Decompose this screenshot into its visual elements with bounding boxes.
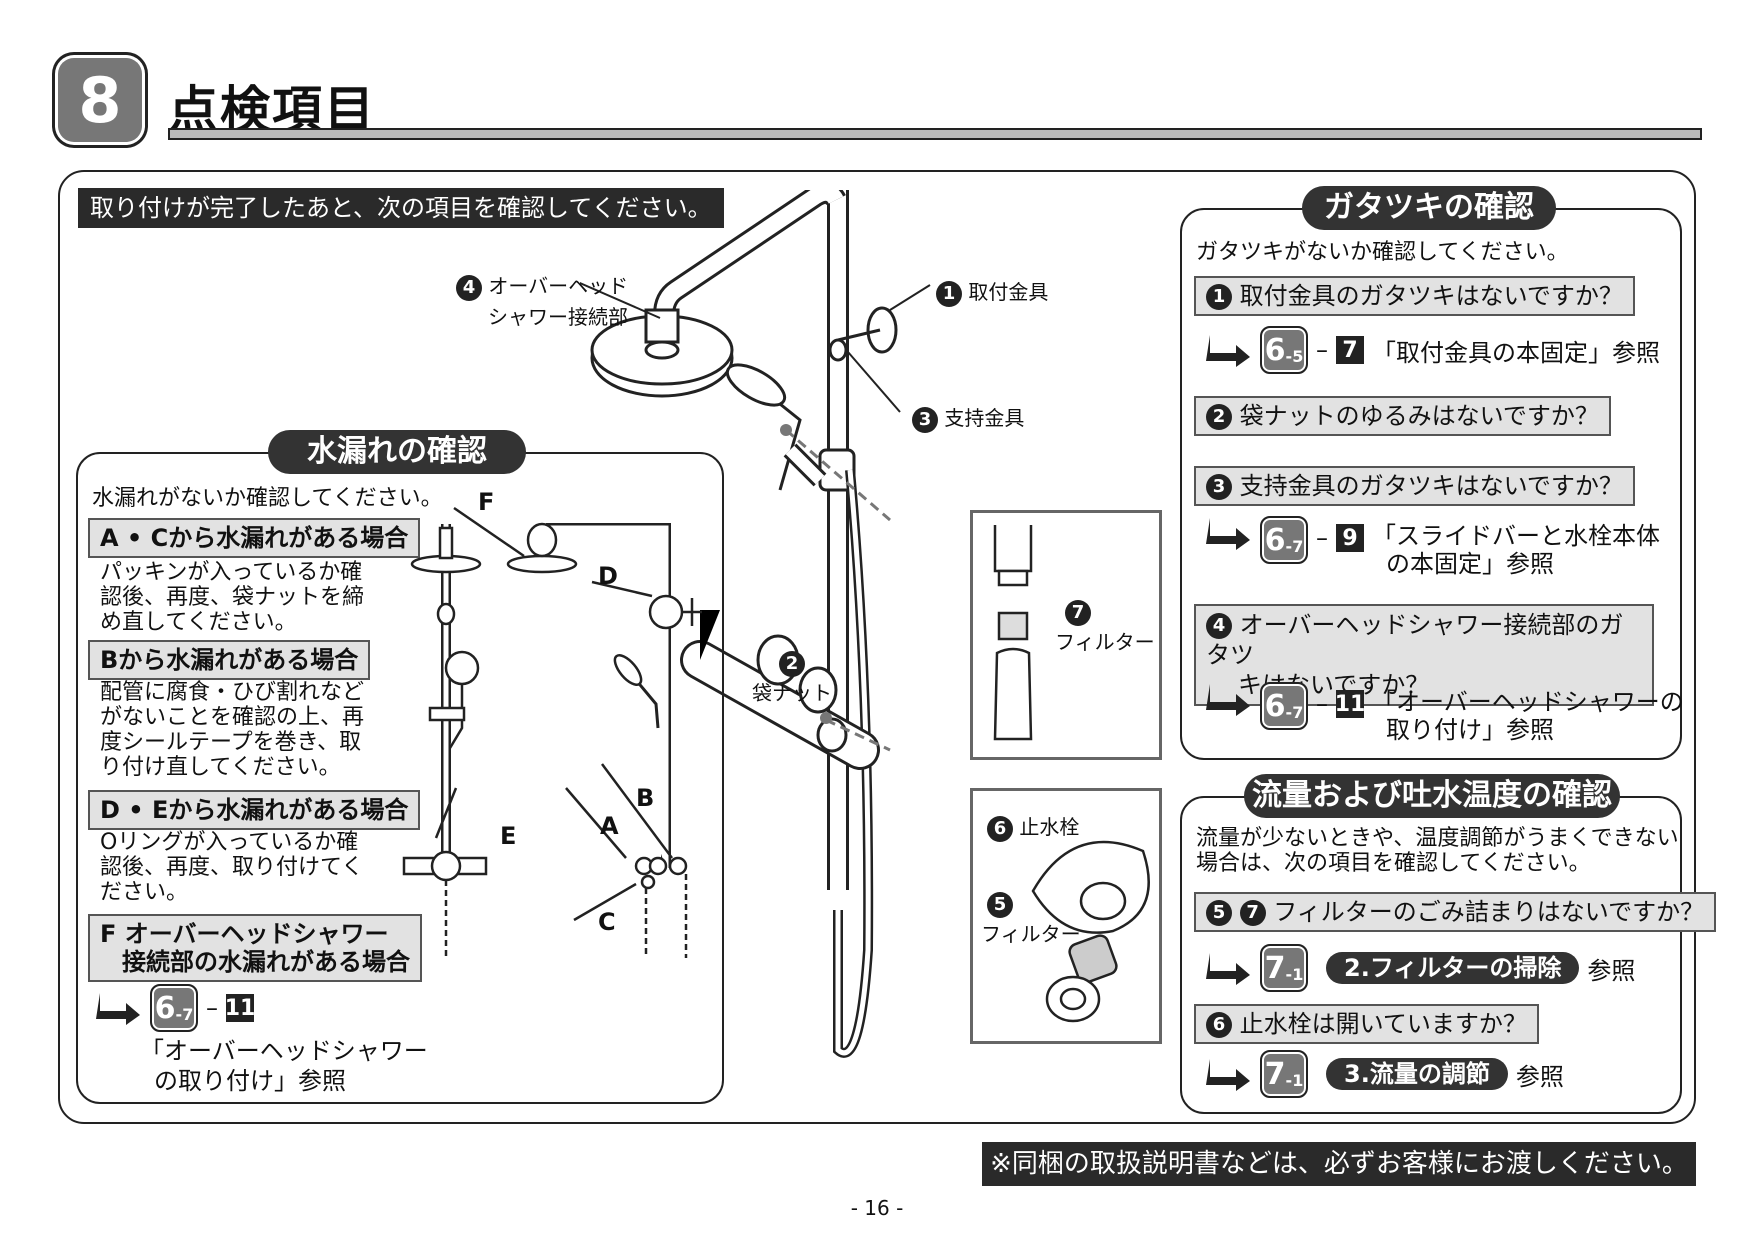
label-bag-nut: 2 袋ナット (752, 650, 832, 706)
flow-q2-ref[interactable]: 7-1 3.流量の調節 参照 (1206, 1050, 1564, 1098)
leak-ref[interactable]: 6-7 – 11 (96, 984, 256, 1032)
page-badge: 6-5 (1260, 326, 1308, 374)
leak-letter-f: F (478, 488, 495, 516)
rattle-check-title: ガタツキの確認 (1302, 186, 1556, 230)
leak-item-de-body: Oリングが入っているか確認後、再度、取り付けてください。 (100, 830, 364, 905)
flow-q2: 6 止水栓は開いていますか？ (1194, 1004, 1539, 1044)
label-support-bracket: 3 支持金具 (912, 402, 1024, 433)
page-badge: 7-1 (1260, 944, 1308, 992)
leak-lead: 水漏れがないか確認してください。 (92, 486, 443, 511)
flow-q1-ref[interactable]: 7-1 2.フィルターの掃除 参照 (1206, 944, 1635, 992)
flow-adjust-pill: 3.流量の調節 (1326, 1058, 1508, 1090)
ref-arrow-icon (1206, 518, 1250, 550)
ref-arrow-icon (1206, 684, 1250, 716)
step-badge: 11 (224, 994, 256, 1022)
intro-banner: 取り付けが完了したあと、次の項目を確認してください。 (78, 188, 724, 228)
rattle-q4-ref[interactable]: 6-7 – 11 「オーバーヘッドシャワーの取り付け」参照 (1206, 682, 1684, 744)
shower-system-illustration (580, 190, 931, 1058)
leak-item-b-head: Bから水漏れがある場合 (88, 640, 371, 680)
label-filter5: 5 フィルター (981, 891, 1081, 947)
leak-letter-b: B (636, 784, 655, 812)
rattle-q1: 1 取付金具のガタツキはないですか？ (1194, 276, 1635, 316)
leak-check-title: 水漏れの確認 (268, 430, 526, 474)
filter7-illustration (993, 525, 1033, 741)
step-badge: 7 (1336, 336, 1364, 364)
rattle-q3-ref[interactable]: 6-7 – 9 「スライドバーと水栓本体の本固定」参照 (1206, 516, 1660, 578)
leak-points-diagram (402, 506, 702, 958)
page-badge: 6-7 (1260, 516, 1308, 564)
leak-item-f-head: F オーバーヘッドシャワー 接続部の水漏れがある場合 (88, 914, 422, 982)
filter7-inset: 7 フィルター (970, 510, 1162, 760)
step-badge: 11 (1334, 690, 1366, 718)
ref-arrow-icon (1206, 335, 1250, 367)
footer-note: ※同梱の取扱説明書などは、必ずお客様にお渡しください。 (982, 1142, 1696, 1186)
leak-item-b-body: 配管に腐食・ひび割れなどがないことを確認の上、再度シールテープを巻き、取り付け直… (100, 680, 365, 780)
stopvalve-illustration (1031, 840, 1150, 1023)
ref-arrow-icon (96, 993, 140, 1025)
rattle-q3: 3 支持金具のガタツキはないですか？ (1194, 466, 1635, 506)
flow-check-title: 流量および吐水温度の確認 (1244, 774, 1620, 818)
leak-ref-text: 「オーバーヘッドシャワー の取り付け」参照 (140, 1037, 428, 1095)
label-overhead-connection: 4 オーバーヘッド シャワー接続部 (456, 270, 628, 330)
leak-letter-c: C (598, 908, 616, 936)
rattle-q1-ref[interactable]: 6-5 – 7 「取付金具の本固定」参照 (1206, 326, 1660, 374)
leak-item-ac-body: パッキンが入っているか確認後、再度、袋ナットを締め直してください。 (100, 560, 365, 635)
ref-arrow-icon (1206, 1059, 1250, 1091)
flow-lead: 流量が少ないときや、温度調節がうまくできない場合は、次の項目を確認してください。 (1196, 826, 1679, 876)
page-badge: 6-7 (1260, 682, 1308, 730)
rattle-q2: 2 袋ナットのゆるみはないですか？ (1194, 396, 1611, 436)
page-number: - 16 - (850, 1196, 904, 1220)
ref-arrow-icon (1206, 953, 1250, 985)
rattle-lead: ガタツキがないか確認してください。 (1196, 240, 1569, 265)
leak-item-ac-head: A • Cから水漏れがある場合 (88, 518, 421, 558)
label-stop-valve: 6 止水栓 (987, 811, 1079, 842)
content-frame (58, 170, 1696, 1124)
section-number-badge: 8 (58, 58, 142, 142)
ref-dash: – (206, 994, 218, 1022)
page-badge: 7-1 (1260, 1050, 1308, 1098)
label-mount-bracket: 1 取付金具 (936, 276, 1048, 307)
stopvalve-inset: 6 止水栓 5 フィルター (970, 788, 1162, 1044)
label-filter7: 7 フィルター (1055, 599, 1155, 655)
leak-letter-d: D (598, 562, 618, 590)
filter-clean-pill: 2.フィルターの掃除 (1326, 952, 1580, 984)
leak-letter-e: E (500, 822, 517, 850)
leak-letter-a: A (600, 812, 619, 840)
leak-item-de-head: D • Eから水漏れがある場合 (88, 790, 421, 830)
rattle-q4: 4 オーバーヘッドシャワー接続部のガタツ キはないですか？ (1194, 604, 1654, 706)
page-badge: 6-7 (150, 984, 198, 1032)
flow-q1: 5 7 フィルターのごみ詰まりはないですか？ (1194, 892, 1717, 932)
title-rule (168, 128, 1702, 140)
step-badge: 9 (1336, 524, 1364, 552)
